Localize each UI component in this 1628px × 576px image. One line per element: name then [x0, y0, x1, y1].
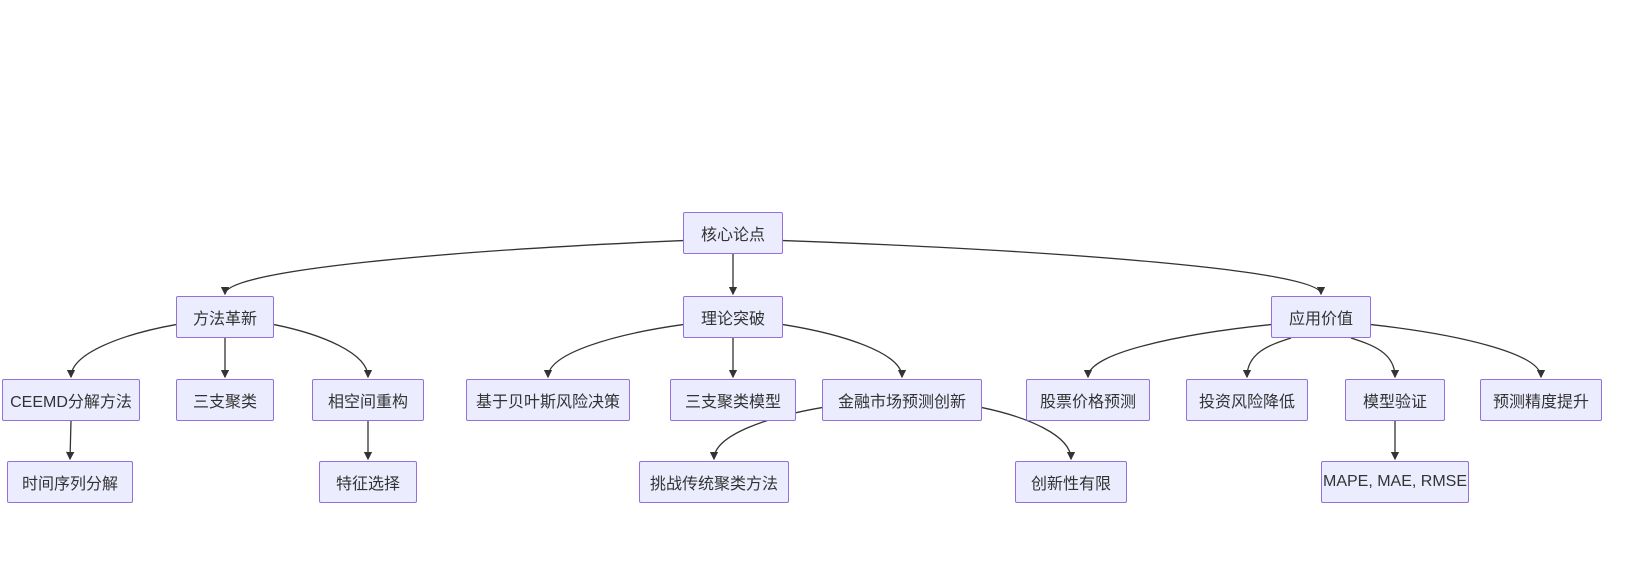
- edge-ceemd-to-tsd: [65, 420, 75, 461]
- edge-method-to-ceemd: [66, 323, 177, 379]
- node-label: 方法革新: [192, 311, 257, 328]
- node-stock: 股票价格预测: [1026, 379, 1150, 421]
- node-validation: 模型验证: [1345, 379, 1445, 421]
- edge-application-to-validation: [1350, 337, 1400, 379]
- node-metrics: MAPE, MAE, RMSE: [1321, 461, 1469, 503]
- edge-core-to-method: [220, 239, 684, 296]
- node-label: 核心论点: [700, 227, 765, 244]
- node-label: 理论突破: [700, 311, 765, 328]
- node-phase: 相空间重构: [312, 379, 424, 421]
- node-label: 股票价格预测: [1039, 394, 1136, 411]
- node-label: MAPE, MAE, RMSE: [1322, 473, 1468, 490]
- node-label: 创新性有限: [1030, 476, 1111, 493]
- node-feature: 特征选择: [319, 461, 417, 503]
- node-risk: 投资风险降低: [1186, 379, 1308, 421]
- node-bayes: 基于贝叶斯风险决策: [466, 379, 630, 421]
- edge-application-to-risk: [1242, 337, 1292, 379]
- node-label: 特征选择: [335, 476, 400, 493]
- node-tsd: 时间序列分解: [7, 461, 133, 503]
- node-label: 应用价值: [1288, 311, 1353, 328]
- edge-method-to-phase: [273, 323, 373, 379]
- node-application: 应用价值: [1271, 296, 1371, 338]
- edge-application-to-stock: [1083, 323, 1272, 379]
- node-accuracy: 预测精度提升: [1480, 379, 1602, 421]
- node-label: 三支聚类模型: [684, 394, 781, 411]
- node-challenge: 挑战传统聚类方法: [639, 461, 789, 503]
- edge-theory-to-finance: [782, 323, 907, 379]
- edge-application-to-accuracy: [1370, 323, 1546, 379]
- node-label: 基于贝叶斯风险决策: [475, 394, 620, 411]
- node-label: 挑战传统聚类方法: [649, 476, 778, 493]
- edge-core-to-application: [782, 239, 1326, 296]
- node-label: 金融市场预测创新: [837, 394, 966, 411]
- node-core: 核心论点: [683, 212, 783, 254]
- node-label: 三支聚类: [192, 394, 257, 411]
- node-theory: 理论突破: [683, 296, 783, 338]
- node-label: 相空间重构: [327, 394, 408, 411]
- node-ceemd: CEEMD分解方法: [2, 379, 140, 421]
- edge-theory-to-bayes: [543, 323, 684, 379]
- node-label: 预测精度提升: [1492, 394, 1589, 411]
- node-label: CEEMD分解方法: [10, 394, 132, 411]
- node-three-way: 三支聚类: [176, 379, 274, 421]
- node-finance: 金融市场预测创新: [822, 379, 982, 421]
- node-label: 投资风险降低: [1198, 394, 1295, 411]
- node-twc-model: 三支聚类模型: [670, 379, 796, 421]
- node-method: 方法革新: [176, 296, 274, 338]
- node-label: 模型验证: [1362, 394, 1427, 411]
- node-limited: 创新性有限: [1015, 461, 1127, 503]
- node-label: 时间序列分解: [21, 476, 118, 493]
